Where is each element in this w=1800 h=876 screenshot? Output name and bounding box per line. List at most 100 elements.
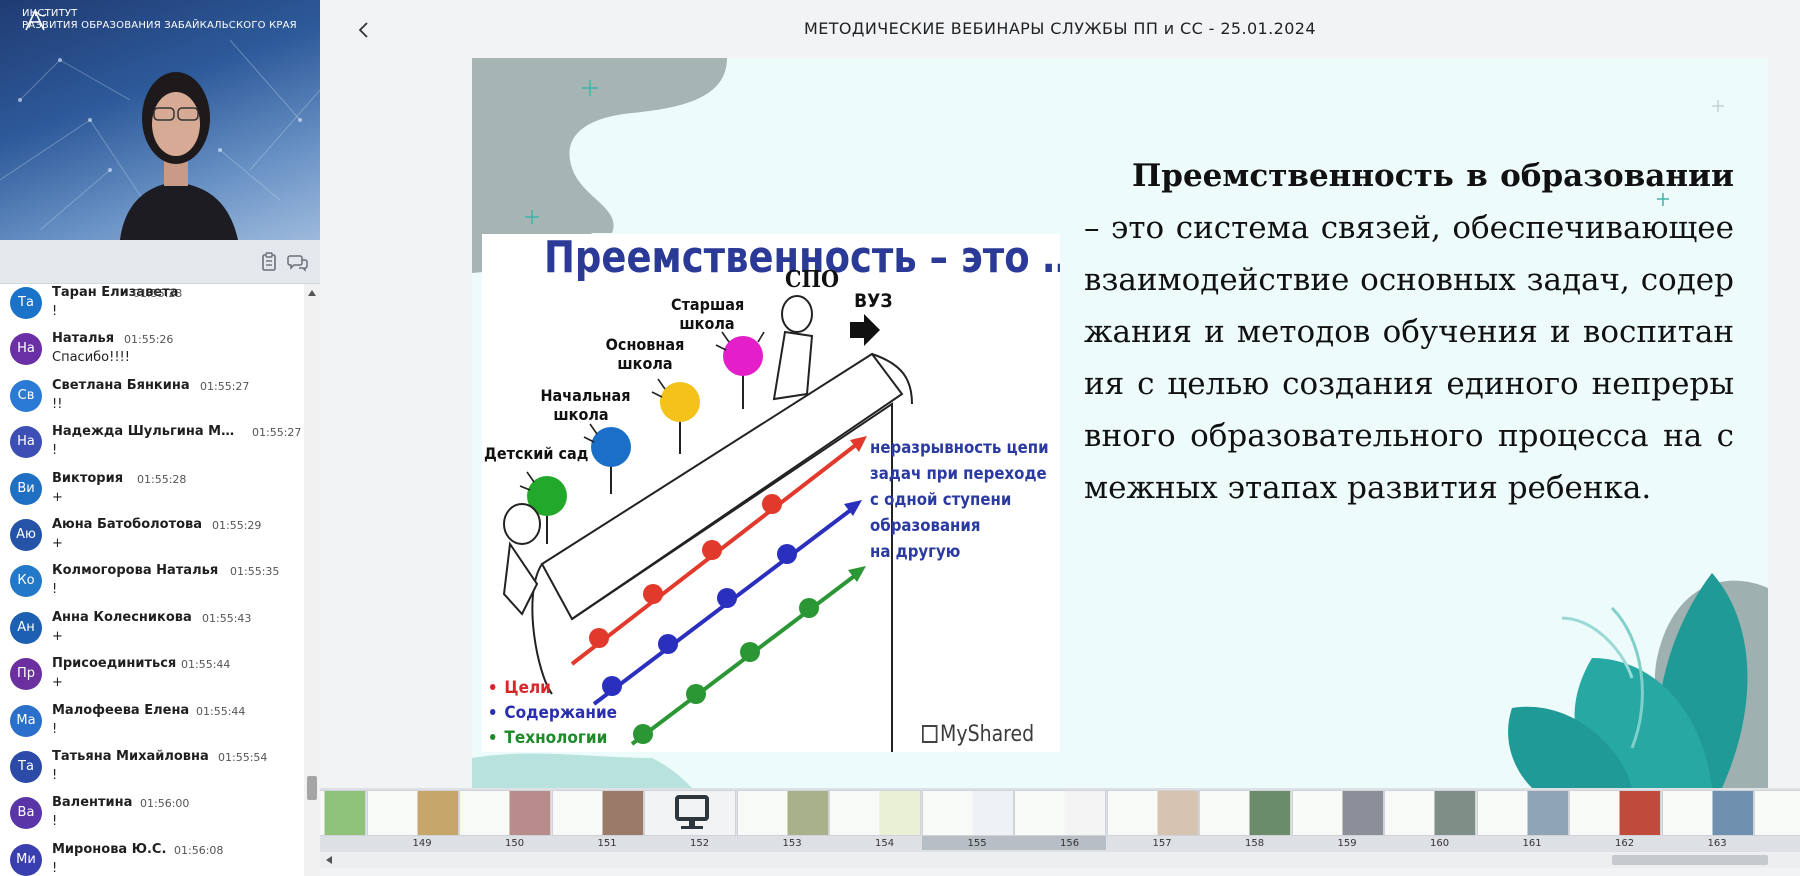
slide-thumbnail[interactable]: 160 bbox=[1384, 790, 1476, 850]
thumbnail-number: 157 bbox=[1152, 838, 1172, 849]
avatar[interactable]: Ми bbox=[10, 843, 42, 876]
chat-scrollbar[interactable] bbox=[304, 284, 320, 876]
slide-thumbnail[interactable]: 156 bbox=[1014, 790, 1106, 850]
slide-thumbnail[interactable]: 163 bbox=[1661, 790, 1754, 850]
slide-thumbnail[interactable]: 153 bbox=[736, 790, 829, 850]
message-text: ! bbox=[52, 721, 58, 737]
thumbnails-scroll-thumb[interactable] bbox=[1612, 855, 1768, 865]
avatar[interactable]: Пр bbox=[10, 658, 42, 691]
thumbnail-image[interactable] bbox=[459, 790, 551, 836]
presenter-video[interactable]: ИНСТИТУТ РАЗВИТИЯ ОБРАЗОВАНИЯ ЗАБАЙКАЛЬС… bbox=[0, 0, 320, 240]
avatar[interactable]: Ан bbox=[10, 611, 42, 644]
slide-thumbnail[interactable]: 157 bbox=[1106, 790, 1199, 850]
avatar[interactable]: На bbox=[10, 333, 42, 366]
thumbnail-image[interactable] bbox=[1291, 790, 1384, 836]
thumbnail-image[interactable] bbox=[829, 790, 921, 836]
label-kindergarten: Детский сад bbox=[484, 444, 589, 463]
thumbnail-image[interactable] bbox=[366, 790, 459, 836]
thumbnail-number: 150 bbox=[505, 838, 525, 849]
thumbnails-scrollbar[interactable] bbox=[320, 852, 1800, 868]
message-text: + bbox=[52, 628, 63, 644]
thumbnail-image[interactable] bbox=[1661, 790, 1754, 836]
thumbnail-image[interactable] bbox=[1106, 790, 1199, 836]
thumbnail-image[interactable] bbox=[1476, 790, 1569, 836]
avatar[interactable]: Ва bbox=[10, 797, 42, 830]
slide-thumbnail[interactable]: 152 bbox=[644, 790, 736, 850]
slide-thumbnail[interactable]: 155 bbox=[921, 790, 1014, 850]
slide-thumbnail[interactable]: 149 bbox=[366, 790, 459, 850]
slide-thumbnail[interactable]: 164 bbox=[1754, 790, 1800, 850]
thumbnail-number: 153 bbox=[782, 838, 802, 849]
thumbnail-image[interactable] bbox=[1014, 790, 1106, 836]
scroll-left-arrow-icon[interactable] bbox=[326, 856, 332, 864]
avatar[interactable]: Та bbox=[10, 750, 42, 783]
scroll-up-arrow-icon[interactable] bbox=[308, 290, 316, 296]
avatar[interactable]: Ви bbox=[10, 472, 42, 505]
message-time: 01:55:23 bbox=[133, 287, 183, 300]
slide-thumbnail[interactable]: 162 bbox=[1569, 790, 1661, 850]
left-panel: ИНСТИТУТ РАЗВИТИЯ ОБРАЗОВАНИЯ ЗАБАЙКАЛЬС… bbox=[0, 0, 320, 876]
legend-bullet-icon bbox=[490, 709, 496, 715]
avatar[interactable]: Аю bbox=[10, 518, 42, 551]
thumbnail-image[interactable] bbox=[736, 790, 829, 836]
thumbnail-number: 156 bbox=[1060, 838, 1080, 849]
legend-item-technologies: Технологии bbox=[490, 728, 607, 748]
message-time: 01:56:00 bbox=[140, 797, 190, 811]
thumbnail-number: 151 bbox=[597, 838, 617, 849]
thumbnail-number: 154 bbox=[875, 838, 895, 849]
label-senior-school: Старшая школа bbox=[671, 295, 745, 333]
message-author: Виктория bbox=[52, 470, 124, 486]
message-author: Татьяна Михайловна bbox=[52, 748, 209, 764]
slide-thumbnail[interactable]: 150 bbox=[459, 790, 551, 850]
slide-thumbnail[interactable]: 159 bbox=[1291, 790, 1384, 850]
webinar-title: МЕТОДИЧЕСКИЕ ВЕБИНАРЫ СЛУЖБЫ ПП и СС - 2… bbox=[804, 19, 1316, 38]
avatar[interactable]: На bbox=[10, 426, 42, 459]
avatar[interactable]: Та bbox=[10, 287, 42, 319]
message-text: Спасибо!!!! bbox=[52, 350, 130, 366]
chat-bubbles-icon[interactable] bbox=[287, 251, 309, 273]
message-time: 01:55:27 bbox=[252, 426, 302, 440]
slide-thumbnail[interactable]: 161 bbox=[1476, 790, 1569, 850]
succession-illustration: Преемственность – это … Детский сад Нача… bbox=[482, 234, 1060, 752]
message-author: Анна Колесникова bbox=[52, 609, 192, 625]
message-text: + bbox=[52, 489, 63, 505]
legend-item-content: Содержание bbox=[490, 703, 617, 723]
message-time: 01:55:26 bbox=[124, 333, 174, 347]
chat-scroll-thumb[interactable] bbox=[307, 776, 317, 800]
slide-thumbnail[interactable] bbox=[320, 790, 366, 850]
message-text: !! bbox=[52, 396, 63, 412]
thumbnail-image[interactable] bbox=[1754, 790, 1800, 836]
message-author: Аюна Батоболотова bbox=[52, 516, 203, 532]
thumbnail-image[interactable] bbox=[320, 790, 366, 836]
avatar[interactable]: Ко bbox=[10, 565, 42, 598]
thumbnail-image[interactable] bbox=[921, 790, 1014, 836]
thumbnail-number: 155 bbox=[967, 838, 987, 849]
slide-thumbnail[interactable]: 154 bbox=[829, 790, 921, 850]
back-arrow-icon[interactable] bbox=[354, 20, 374, 40]
illustration-title: Преемственность – это … bbox=[544, 234, 1060, 283]
thumbnail-image[interactable] bbox=[551, 790, 644, 836]
video-background bbox=[0, 39, 320, 240]
thumbnail-image[interactable] bbox=[1569, 790, 1661, 836]
thumbnail-image[interactable] bbox=[1384, 790, 1476, 836]
avatar[interactable]: Св bbox=[10, 379, 42, 412]
institute-logo: ИНСТИТУТ РАЗВИТИЯ ОБРАЗОВАНИЯ ЗАБАЙКАЛЬС… bbox=[22, 8, 297, 32]
thumbnail-image[interactable] bbox=[1199, 790, 1291, 836]
chat-toolbar bbox=[0, 240, 320, 284]
message-author: Миронова Ю.С. bbox=[52, 841, 167, 857]
thumbnail-number: 158 bbox=[1245, 838, 1265, 849]
clipboard-icon[interactable] bbox=[258, 251, 280, 273]
slide-thumbnail[interactable]: 151 bbox=[551, 790, 644, 850]
note-line: с одной ступени bbox=[870, 490, 1012, 510]
slide-thumbnail[interactable]: 158 bbox=[1199, 790, 1291, 850]
thumbnail-image[interactable] bbox=[644, 790, 736, 836]
avatar[interactable]: Ма bbox=[10, 704, 42, 737]
